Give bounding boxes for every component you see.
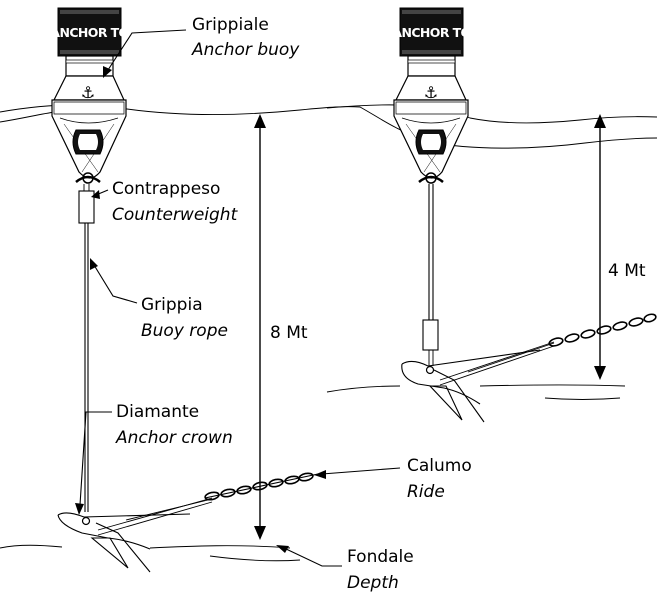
fondale-leader	[283, 547, 342, 567]
calumo-label-it: Calumo	[407, 456, 472, 476]
left-buoy-brand: ANCHOR TO	[50, 25, 128, 40]
left-seabed	[0, 544, 291, 549]
right-buoy: ANCHOR TO ⚓	[392, 7, 471, 184]
contrappeso-label-it: Contrappeso	[112, 179, 220, 199]
grippia-label-it: Grippia	[141, 295, 203, 315]
left-anchor	[57, 512, 191, 573]
diamante-label-it: Diamante	[116, 402, 199, 422]
right-buoy-anchor-icon: ⚓	[424, 83, 438, 102]
left-buoy-rope	[84, 223, 89, 512]
right-depth-dimension	[594, 114, 606, 380]
right-anchor	[401, 349, 541, 423]
diamante-leader	[79, 411, 112, 506]
left-depth-dimension	[254, 114, 266, 540]
right-assembly: ANCHOR TO ⚓	[326, 7, 657, 423]
contrappeso-label-en: Counterweight	[112, 205, 239, 225]
diamante-label-en: Anchor crown	[115, 428, 233, 448]
right-buoy-brand: ANCHOR TO	[392, 25, 470, 40]
grippiale-label-en: Anchor buoy	[191, 40, 300, 60]
grippia-label-en: Buoy rope	[141, 321, 228, 341]
left-counterweight	[78, 190, 95, 224]
right-chain	[439, 313, 657, 386]
right-seabed	[326, 384, 626, 393]
calumo-leader	[321, 467, 401, 475]
grippia-leader	[93, 264, 138, 304]
right-water-surface	[326, 104, 657, 124]
right-counterweight	[422, 319, 439, 351]
left-chain	[97, 472, 319, 536]
grippiale-leader	[107, 29, 187, 71]
left-depth-label: 8 Mt	[270, 323, 308, 343]
left-buoy-anchor-icon: ⚓	[81, 83, 95, 102]
right-depth-label: 4 Mt	[608, 261, 646, 281]
calumo-label-en: Ride	[407, 482, 445, 502]
left-water-surface-2	[0, 111, 56, 123]
fondale-label-en: Depth	[347, 573, 399, 593]
left-assembly: ANCHOR TO ⚓	[0, 7, 657, 593]
grippiale-label-it: Grippiale	[192, 15, 269, 35]
left-buoy: ANCHOR TO ⚓	[50, 7, 129, 184]
right-buoy-rope	[428, 184, 434, 320]
fondale-label-it: Fondale	[347, 547, 414, 567]
